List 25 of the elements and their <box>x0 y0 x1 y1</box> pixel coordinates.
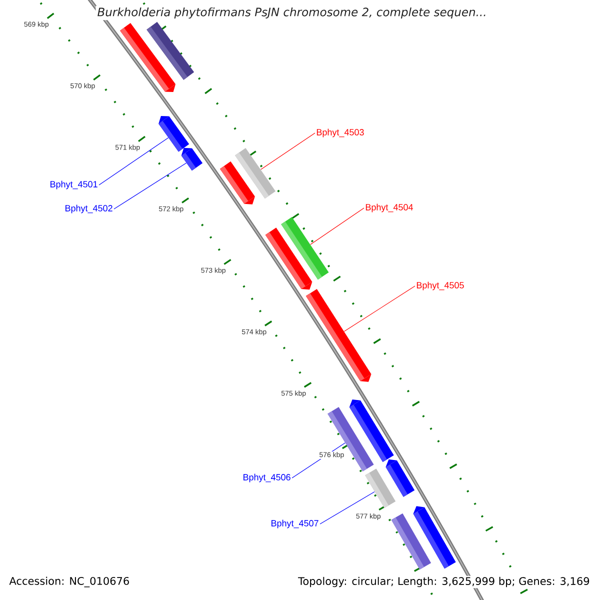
gene-feature <box>386 459 415 497</box>
leader-line <box>320 491 375 524</box>
leader-line <box>98 137 169 186</box>
gene-feature <box>234 148 276 199</box>
gene-feature <box>306 288 372 382</box>
gene-label: Bphyt_4506 <box>244 474 290 482</box>
gene-label: Bphyt_4502 <box>66 204 112 214</box>
gene-label: Bphyt_4501 <box>50 180 98 190</box>
gene-label: Bphyt_4504 <box>366 204 413 212</box>
gene-feature <box>158 116 190 152</box>
footer-text: Accession: NC_010676 <box>8 576 131 588</box>
gene-feature <box>146 22 194 80</box>
leader-line <box>260 132 316 170</box>
footer-text: Topology: circular; Length: 3,625,999 bp; Genes: 3,169 <box>297 576 591 588</box>
gene-label: Bphyt_4503 <box>316 128 364 138</box>
leader-line <box>114 162 187 210</box>
gene-feature <box>391 513 432 570</box>
leader-line <box>310 208 364 245</box>
leader-line <box>344 286 416 332</box>
gene-feature <box>181 148 203 171</box>
gene-feature <box>281 217 329 280</box>
title: Burkholderia phytofirmans PsJN chromosome 2, complete sequen... <box>96 6 488 20</box>
gene-label: Bphyt_4505 <box>416 282 464 290</box>
gene-label: Bphyt_4507 <box>272 520 318 528</box>
gene-feature <box>365 468 396 508</box>
